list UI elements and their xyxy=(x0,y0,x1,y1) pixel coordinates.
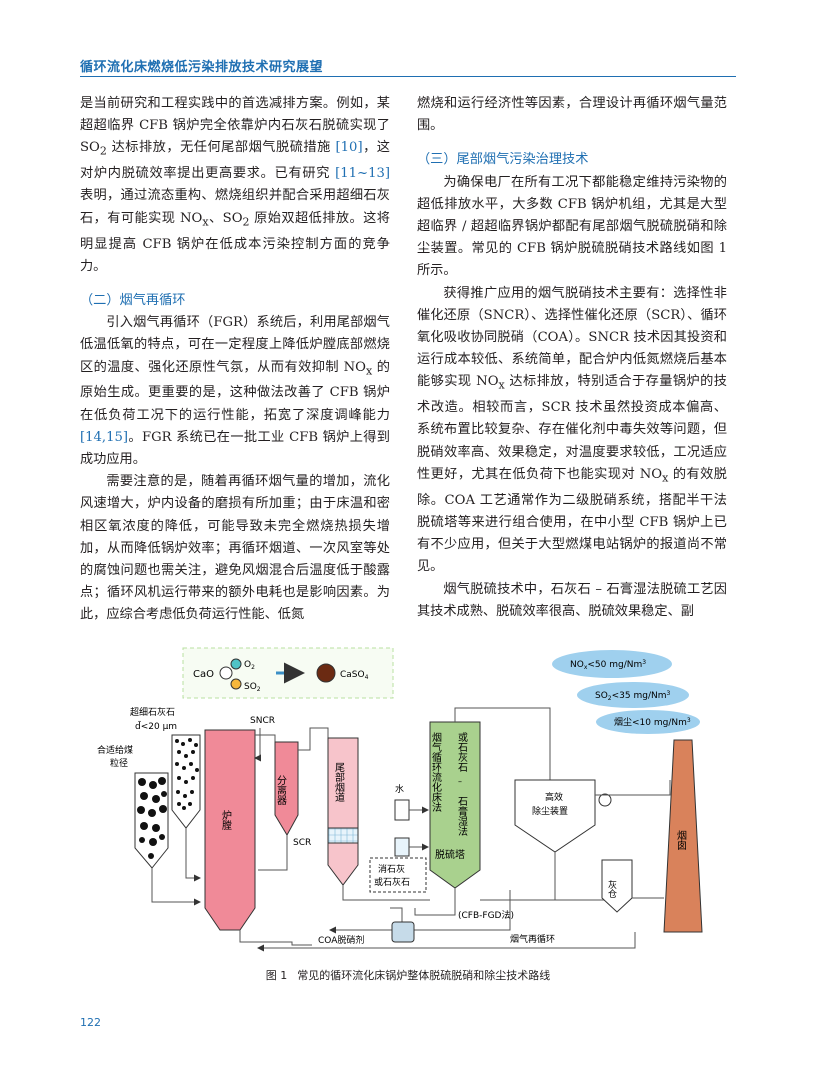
right-paragraph-1: 为确保电厂在所有工况下都能稳定维持污染物的超低排放水平，大多数 CFB 锅炉机组… xyxy=(417,174,727,279)
figure-number: 图 1 xyxy=(265,969,288,982)
limestone-label: 超细石灰石 xyxy=(130,706,175,718)
cao-label: CaO xyxy=(193,669,214,680)
furnace xyxy=(204,729,256,931)
running-header: 循环流化床燃烧低污染排放技术研究展望 xyxy=(80,60,324,75)
tower-label-right-1: 或石灰石 xyxy=(456,732,468,772)
so2-particle xyxy=(230,678,242,690)
cao-particle xyxy=(219,666,233,680)
dust-collector xyxy=(514,779,596,853)
left-paragraph-3: 需要注意的是，随着再循环烟气量的增加，流化风速增大，炉内设备的磨损有所加重；由于… xyxy=(80,474,390,623)
desulfurization-tower xyxy=(429,721,481,889)
chimney xyxy=(663,739,703,933)
limestone-size: d̄<20 μm xyxy=(135,720,177,732)
left-paragraph-2: 引入烟气再循环（FGR）系统后，利用尾部烟气低温低氧的特点，可在一定程度上降低炉… xyxy=(80,315,390,467)
coal-label-2: 粒径 xyxy=(110,757,128,769)
tower-bottom-label: 脱硫塔 xyxy=(435,848,465,861)
right-paragraph-2: 获得推广应用的烟气脱硝技术主要有：选择性非催化还原（SNCR）、选择性催化还原（… xyxy=(417,285,727,575)
water-tank xyxy=(394,799,410,821)
svg-text:烟尘<10 mg/Nm3: 烟尘<10 mg/Nm3 xyxy=(614,716,691,728)
svg-text:SO2: SO2 xyxy=(244,682,261,693)
right-paragraph-3: 烟气脱硫技术中，石灰石 – 石膏湿法脱硫工艺因其技术成熟、脱硫效率很高、脱硫效果… xyxy=(417,581,727,619)
scr-label: SCR xyxy=(293,838,311,848)
coal-label-1: 合适给煤 xyxy=(97,744,133,756)
svg-text:SO2<35 mg/Nm3: SO2<35 mg/Nm3 xyxy=(595,690,671,702)
left-column: 是当前研究和工程实践中的首选减排方案。例如，某超超临界 CFB 锅炉完全依靠炉内… xyxy=(80,93,390,627)
lime-box xyxy=(369,857,427,893)
left-paragraph-1: 是当前研究和工程实践中的首选减排方案。例如，某超超临界 CFB 锅炉完全依靠炉内… xyxy=(80,96,390,274)
cfb-fgd-label: (CFB-FGD法) xyxy=(458,909,514,921)
induced-draft-fan xyxy=(598,793,612,807)
svg-text:消石灰: 消石灰 xyxy=(378,863,405,875)
process-diagram: CaO O2 SO2 CaSO4 NOx<50 mg/Nm3 SO2<35 mg… xyxy=(80,640,735,955)
citation[interactable]: [11~13] xyxy=(335,166,390,182)
coa-label: COA脱硝剂 xyxy=(318,934,364,946)
tower-label-left: 烟气循环流化床法 xyxy=(430,731,442,813)
page-number: 122 xyxy=(80,1016,101,1029)
water-label: 水 xyxy=(395,783,404,795)
cyclone-separator xyxy=(274,741,299,837)
emission-clouds: NOx<50 mg/Nm3 SO2<35 mg/Nm3 烟尘<10 mg/Nm3 xyxy=(552,650,700,734)
fgr-label: 烟气再循环 xyxy=(510,933,555,945)
svg-text:或石灰石: 或石灰石 xyxy=(374,876,410,888)
caso4-particle xyxy=(316,663,336,683)
section-heading-fgr: （二）烟气再循环 xyxy=(80,292,186,308)
figure-caption-text: 常见的循环流化床锅炉整体脱硫脱硝和除尘技术路线 xyxy=(297,969,551,982)
section-heading-tail-gas: （三）尾部烟气污染治理技术 xyxy=(417,152,589,168)
cloud-so2 xyxy=(577,682,689,708)
o2-particle xyxy=(230,658,242,670)
tail-flue-label: 尾部烟道 xyxy=(333,762,345,802)
right-column: 燃烧和运行经济性等因素，合理设计再循环烟气量范围。 （三）尾部烟气污染治理技术 … xyxy=(417,93,727,623)
reaction-scheme: CaO O2 SO2 CaSO4 xyxy=(182,647,394,699)
scr-catalyst xyxy=(327,827,359,844)
svg-text:O2: O2 xyxy=(244,660,255,671)
citation[interactable]: [14,15] xyxy=(80,429,129,445)
chimney-label: 烟囱 xyxy=(675,829,687,850)
svg-text:NOx<50 mg/Nm3: NOx<50 mg/Nm3 xyxy=(570,659,646,671)
cloud-nox xyxy=(552,650,672,678)
separator-label: 分离器 xyxy=(275,775,287,806)
coa-tank xyxy=(391,921,415,943)
svg-text:CaSO4: CaSO4 xyxy=(340,670,369,681)
furnace-label: 炉膛 xyxy=(220,810,232,831)
svg-text:除尘装置: 除尘装置 xyxy=(532,805,568,817)
svg-text:高效: 高效 xyxy=(545,791,563,803)
citation[interactable]: [10] xyxy=(335,140,363,156)
sncr-label: SNCR xyxy=(250,716,275,726)
tower-label-right-2: 石膏湿法 xyxy=(456,796,468,837)
cloud-dust xyxy=(596,710,700,734)
ash-bin-label: 灰仓 xyxy=(606,879,617,898)
tail-flue xyxy=(327,737,359,886)
svg-text:–: – xyxy=(458,777,462,786)
figure-caption: 图 1 常见的循环流化床锅炉整体脱硫脱硝和除尘技术路线 xyxy=(0,967,816,983)
header-rule xyxy=(80,76,736,77)
ash-bin xyxy=(601,859,633,913)
right-paragraph-0: 燃烧和运行经济性等因素，合理设计再循环烟气量范围。 xyxy=(417,96,727,134)
reagent-tank xyxy=(394,837,410,857)
